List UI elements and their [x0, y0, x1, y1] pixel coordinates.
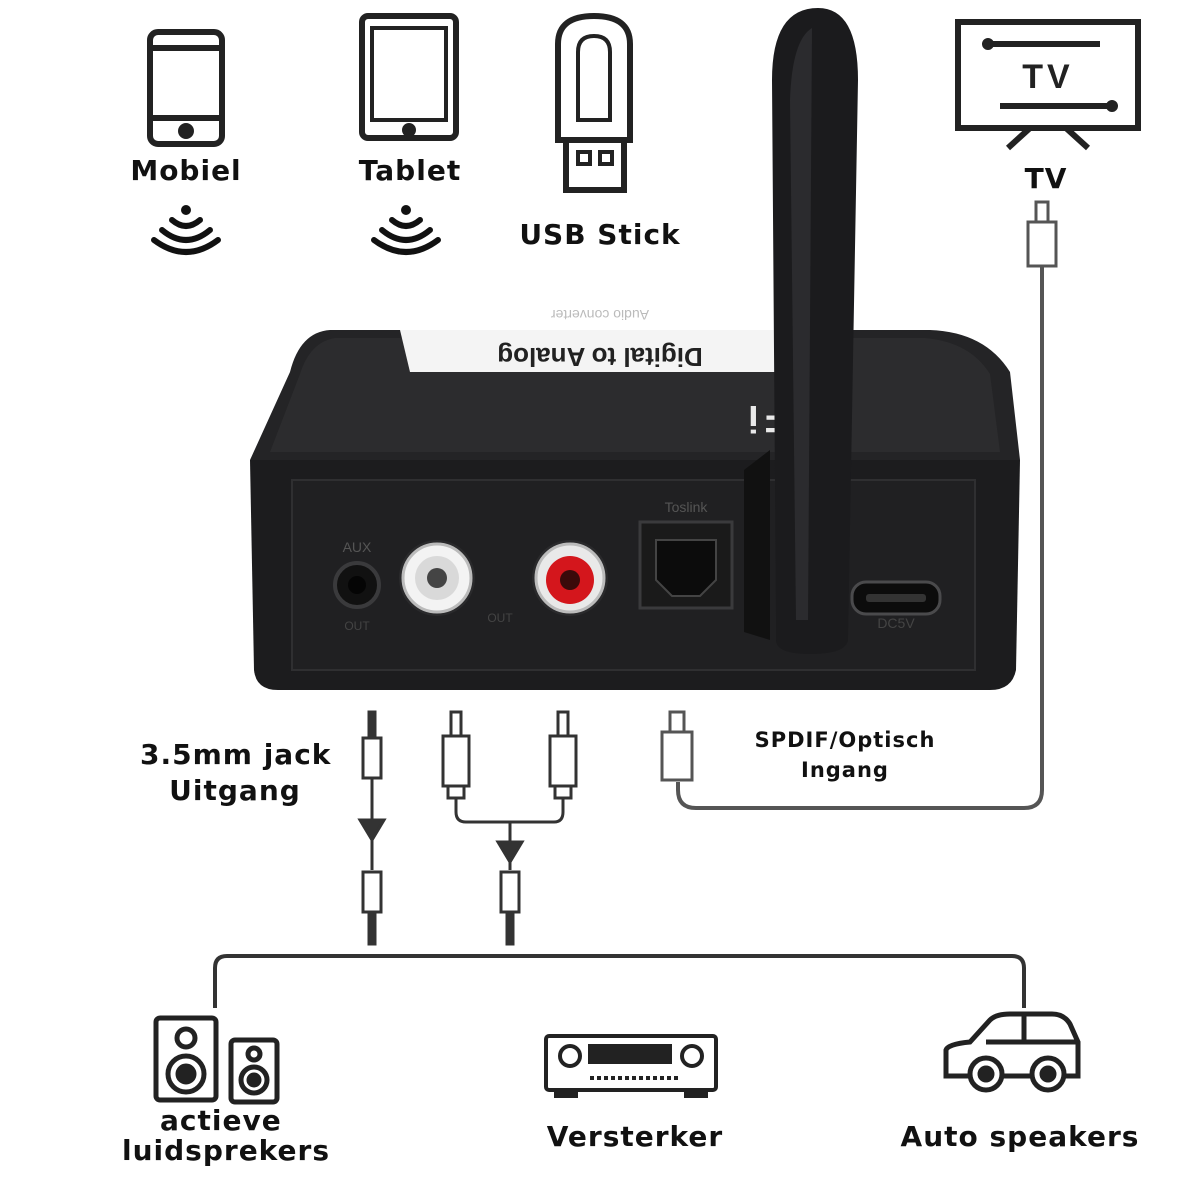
mobile-phone-icon [147, 29, 225, 147]
rca-white-port [399, 540, 475, 616]
label-spdif-line1: SPDIF/Optisch [754, 728, 936, 752]
label-tablet: Tablet [358, 154, 462, 187]
device-sublabel-text: Audio converter [551, 307, 649, 323]
label-amplifier: Versterker [546, 1120, 724, 1153]
amplifier-icon [544, 1034, 718, 1098]
wireless-signal-icon [371, 205, 441, 255]
output-bus-line [213, 954, 1026, 1008]
aux-out-label: OUT [344, 619, 370, 633]
label-usb-stick: USB Stick [519, 218, 681, 251]
aux-jack-cable [357, 710, 387, 946]
toslink-label: Toslink [665, 499, 709, 515]
antenna [744, 8, 858, 654]
tv-icon: TV [955, 19, 1141, 151]
wireless-signal-icon [151, 205, 221, 255]
aux-port: AUX OUT [333, 539, 381, 633]
usb-stick-icon [555, 12, 633, 193]
dac-converter-device [250, 330, 1020, 690]
label-jack-line1: 3.5mm jack [140, 738, 332, 771]
rca-out-label: OUT [487, 611, 513, 625]
label-car-speakers: Auto speakers [900, 1120, 1140, 1153]
spdif-optical-plug [660, 710, 694, 782]
speakers-icon [153, 1015, 280, 1105]
tablet-icon [359, 13, 459, 141]
rca-y-cable [441, 710, 578, 946]
dc-power-port: DC5V [850, 580, 942, 631]
rca-red-port: OUT [487, 540, 608, 625]
dc-port-label: DC5V [877, 615, 915, 631]
tv-optical-cable [676, 200, 1058, 810]
label-tv: TV [1024, 162, 1068, 195]
label-jack-line2: Uitgang [169, 774, 301, 807]
toslink-port: Toslink [638, 499, 734, 610]
label-speakers-line1: actieve [160, 1104, 282, 1137]
label-mobile: Mobiel [130, 154, 242, 187]
aux-port-label: AUX [343, 539, 372, 555]
device-label-text: Digital to Analog [497, 342, 703, 372]
label-speakers-line2: luidsprekers [122, 1134, 331, 1167]
label-spdif-line2: Ingang [801, 758, 889, 782]
car-icon [943, 1011, 1081, 1093]
svg-text:TV: TV [1022, 58, 1073, 96]
